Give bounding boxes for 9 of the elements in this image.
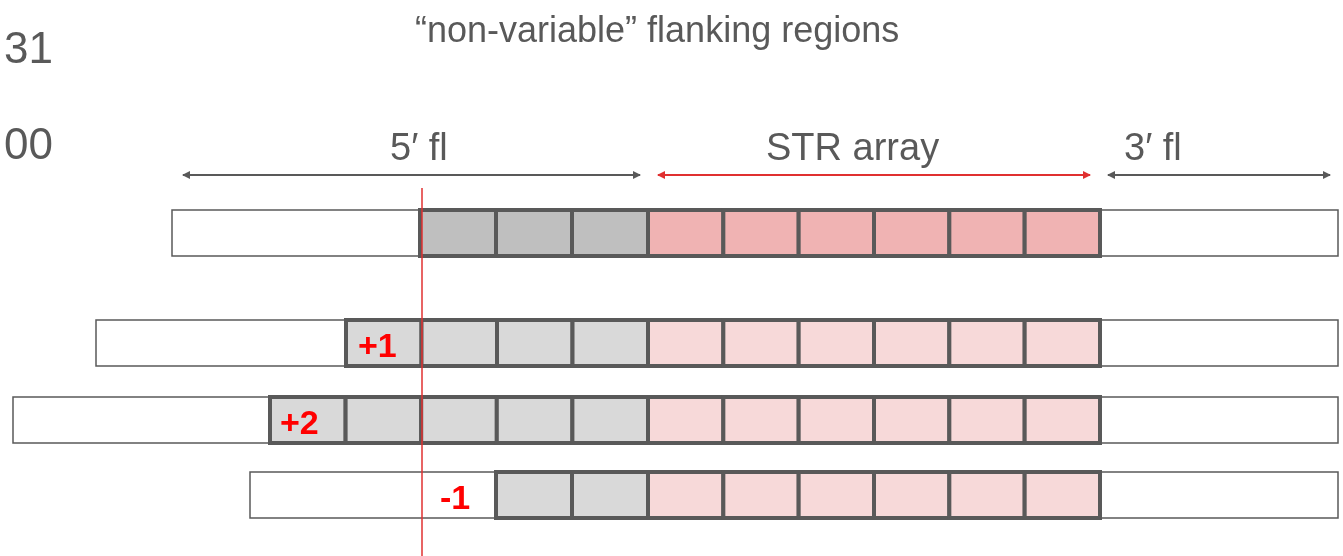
region-label: 3′ fl	[1124, 128, 1182, 166]
number-text: 31	[4, 26, 53, 70]
offset-label: +2	[280, 405, 319, 439]
region-label: 5′ fl	[390, 128, 448, 166]
offset-label: -1	[440, 480, 471, 514]
heading-text: “non-variable” flanking regions	[415, 12, 900, 48]
region-label: STR array	[766, 128, 940, 166]
offset-label: +1	[358, 328, 397, 362]
number-text: 00	[4, 122, 53, 166]
